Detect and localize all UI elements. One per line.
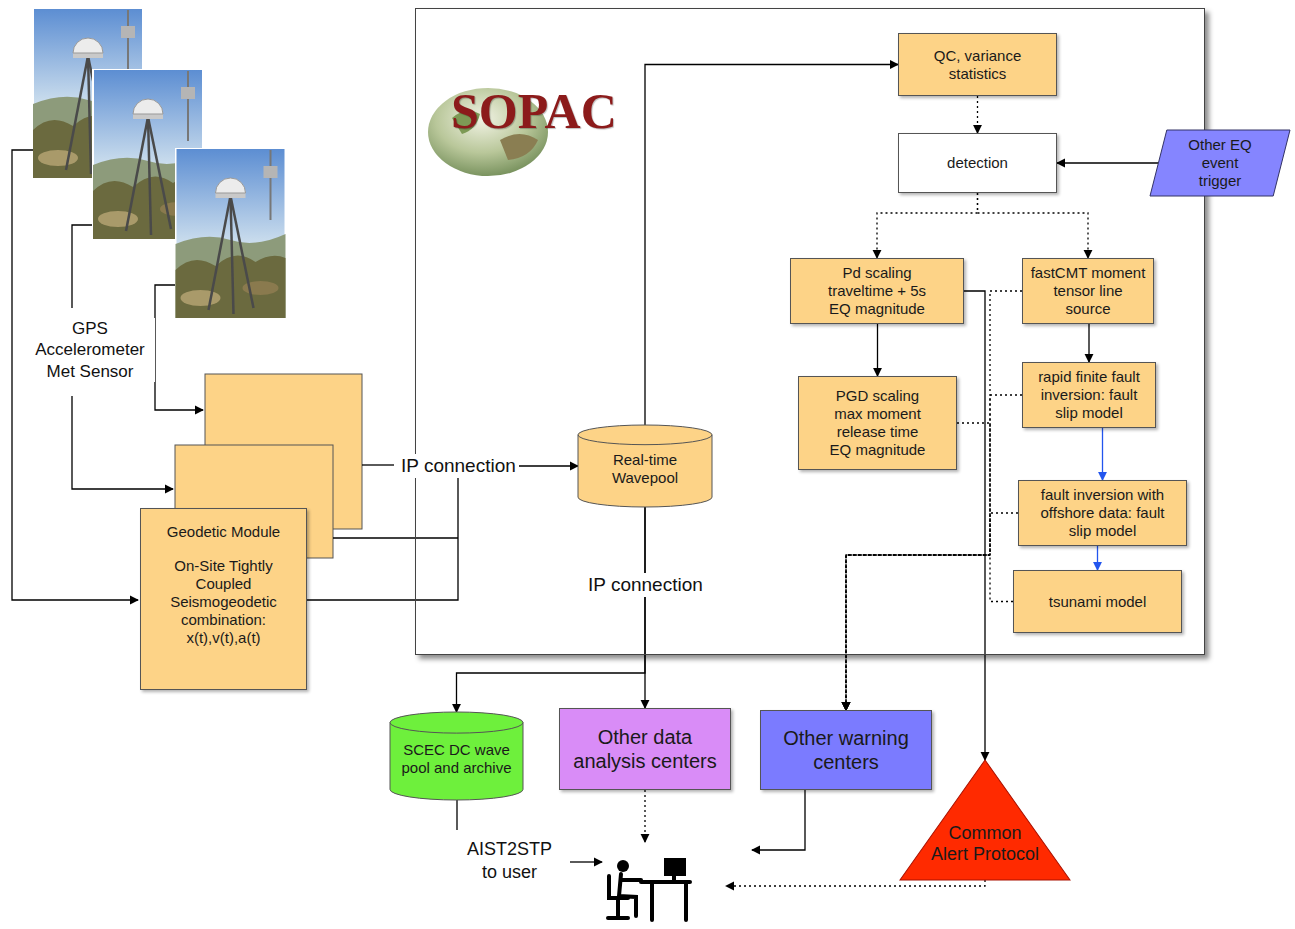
user-arrow (570, 861, 602, 862)
user-desk (641, 876, 690, 920)
geodetic-module-box: Geodetic ModuleOn-Site Tightly Coupled S… (140, 508, 307, 690)
node-text: Pd scaling traveltime + 5s EQ magnitude (817, 264, 937, 318)
user-wire (456, 800, 457, 830)
sensor-label: GPS Accelerometer Met Sensor (25, 318, 155, 382)
center-box: Other data analysis centers (559, 708, 731, 790)
gps-station-photos (33, 8, 286, 318)
process-box: fastCMT moment tensor line source (1022, 258, 1154, 324)
connector-arrow (1102, 428, 1103, 480)
archive-cylinder: SCEC DC wave pool and archive (390, 712, 523, 800)
module-wire (362, 464, 394, 465)
connection-label: IP connection (585, 573, 706, 597)
node-text: SCEC DC wave pool and archive (401, 741, 513, 777)
node-text: Common Alert Protocol (930, 823, 1041, 866)
node-text: Other data analysis centers (566, 725, 724, 773)
parallelogram-shape (1150, 130, 1290, 196)
user-icon (608, 858, 690, 920)
dotted-connector (977, 96, 978, 133)
wavepool-cylinder: Real-time Wavepool (578, 425, 712, 507)
node-text: QC, variance statistics (915, 47, 1040, 83)
node-body-text: On-Site Tightly Coupled Seismogeodetic c… (151, 557, 296, 647)
connector-arrow (964, 291, 985, 760)
dotted-connector (846, 555, 1013, 710)
node-text: fault inversion with offshore data: faul… (1028, 486, 1178, 540)
process-box: rapid finite fault inversion: fault slip… (1022, 362, 1156, 428)
connector-arrow (1088, 324, 1089, 362)
cylinder-body (578, 425, 712, 507)
node-text: rapid finite fault inversion: fault slip… (1029, 368, 1149, 422)
module-wire (333, 537, 458, 538)
node-text: Other EQ event trigger (1180, 136, 1260, 190)
connector-arrow (1057, 162, 1158, 163)
alert-triangle: Common Alert Protocol (900, 760, 1070, 880)
node-text: Real-time Wavepool (590, 451, 700, 487)
connector-arrow (644, 507, 645, 708)
connector-arrow (457, 507, 646, 712)
cylinder-body (390, 712, 523, 800)
connector-arrow (645, 65, 898, 426)
cylinder-rim (390, 723, 523, 734)
gps-photo (176, 148, 286, 318)
cylinder-rim (578, 435, 712, 445)
node-text: detection (947, 154, 1008, 172)
process-box: PGD scaling max moment release time EQ m… (798, 376, 957, 470)
user-monitor (664, 858, 686, 876)
user-head (617, 860, 629, 872)
connection-label: IP connection (398, 454, 519, 478)
user-arm (621, 878, 641, 882)
user-arrow (726, 880, 985, 886)
dotted-connector (978, 193, 1089, 258)
sensor-wire (72, 225, 92, 308)
user-arrow (752, 790, 805, 850)
node-text: Geodetic Module (167, 523, 280, 541)
process-box: QC, variance statistics (898, 33, 1057, 96)
connector-arrow (1097, 546, 1098, 570)
dotted-connector (877, 193, 978, 258)
node-text: Other warning centers (767, 726, 925, 774)
connector-arrow (877, 324, 878, 376)
dotted-connector (846, 513, 1018, 710)
triangle-shape (900, 760, 1070, 880)
process-box: Pd scaling traveltime + 5s EQ magnitude (790, 258, 964, 324)
trigger-parallelogram: Other EQ event trigger (1150, 130, 1290, 196)
node-text: PGD scaling max moment release time EQ m… (825, 387, 930, 459)
user-chair (608, 876, 628, 918)
process-box: tsunami model (1013, 570, 1182, 633)
connector-arrow (307, 466, 578, 600)
dotted-connector (846, 291, 1022, 710)
node-text: tsunami model (1049, 593, 1147, 611)
process-box: fault inversion with offshore data: faul… (1018, 480, 1187, 546)
node-text: fastCMT moment tensor line source (1031, 264, 1146, 318)
delivery-label: AIST2STP to user (462, 838, 557, 883)
logo-text: SOPAC (451, 81, 617, 141)
center-box: Other warning centers (760, 710, 932, 790)
sensor-wire (155, 285, 203, 410)
sopac-panel: SOPAC Real-time Wavepool QC, variance stat… (415, 8, 1205, 655)
user-arrow (644, 790, 645, 842)
detection-box: detection (898, 133, 1057, 193)
